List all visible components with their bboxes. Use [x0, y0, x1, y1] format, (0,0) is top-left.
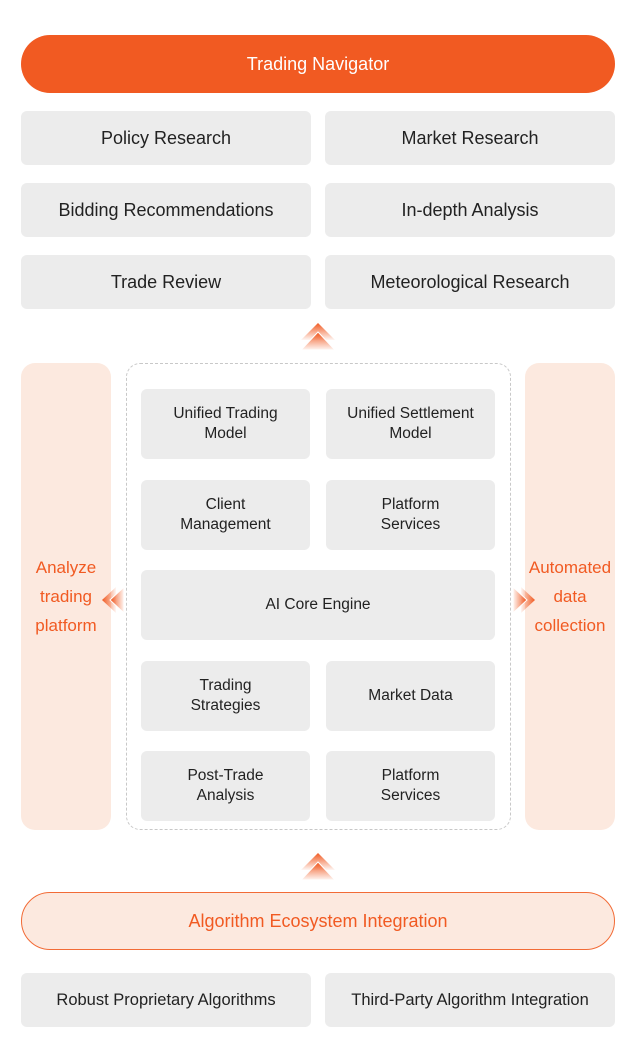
nav-item-trade-review: Trade Review [21, 255, 311, 309]
core-post-trade-analysis: Post-Trade Analysis [141, 751, 310, 821]
core-item-label: Unified Trading [173, 405, 278, 422]
nav-item-label: Market Research [401, 127, 539, 148]
core-item-label: Market Data [368, 687, 453, 704]
nav-item-label: Bidding Recommendations [58, 199, 274, 220]
core-item-label: Analysis [196, 787, 255, 804]
core-item-label: Platform [381, 767, 440, 784]
core-item-label: Trading [199, 677, 252, 694]
side-panel-analyze-trading-platform: Analyze trading platform [21, 363, 111, 830]
core-item-label: Services [380, 516, 441, 533]
core-item-label: AI Core Engine [265, 596, 371, 613]
nav-item-bidding-recommendations: Bidding Recommendations [21, 183, 311, 237]
side-panel-label: data [553, 587, 587, 606]
core-trading-strategies: Trading Strategies [141, 661, 310, 731]
core-item-label: Platform [381, 496, 440, 513]
core-platform-services-2: Platform Services [326, 751, 495, 821]
core-item-label: Services [380, 787, 441, 804]
trading-navigator-header: Trading Navigator [21, 35, 615, 93]
nav-item-policy-research: Policy Research [21, 111, 311, 165]
core-item-label: Client [205, 496, 246, 513]
side-panel-automated-data-collection: Automated data collection [525, 363, 615, 830]
nav-item-label: In-depth Analysis [401, 199, 539, 220]
nav-item-meteorological-research: Meteorological Research [325, 255, 615, 309]
algorithm-ecosystem-title: Algorithm Ecosystem Integration [188, 910, 448, 931]
side-panel-label: Automated [528, 558, 612, 577]
algo-item-proprietary: Robust Proprietary Algorithms [21, 973, 311, 1027]
core-market-data: Market Data [326, 661, 495, 731]
nav-item-in-depth-analysis: In-depth Analysis [325, 183, 615, 237]
core-unified-trading-model: Unified Trading Model [141, 389, 310, 459]
double-chevron-left-icon [102, 585, 125, 615]
core-platform-container [126, 363, 511, 830]
double-chevron-right-icon [512, 585, 535, 615]
core-platform-services: Platform Services [326, 480, 495, 550]
core-item-label: Model [204, 425, 247, 442]
nav-item-label: Policy Research [100, 127, 232, 148]
core-item-label: Management [180, 516, 271, 533]
side-panel-label: platform [35, 616, 97, 635]
core-item-label: Strategies [190, 697, 261, 714]
algorithm-ecosystem-header: Algorithm Ecosystem Integration [21, 892, 615, 950]
side-panel-label: Analyze [35, 558, 97, 577]
core-item-label: Model [389, 425, 432, 442]
trading-navigator-title: Trading Navigator [246, 53, 390, 74]
core-unified-settlement-model: Unified Settlement Model [326, 389, 495, 459]
nav-item-label: Meteorological Research [370, 271, 570, 292]
nav-item-label: Trade Review [110, 271, 222, 292]
algo-item-label: Third-Party Algorithm Integration [351, 990, 589, 1009]
side-panel-label: trading [40, 587, 92, 606]
core-client-management: Client Management [141, 480, 310, 550]
core-item-label: Unified Settlement [347, 405, 474, 422]
algo-item-third-party: Third-Party Algorithm Integration [325, 973, 615, 1027]
algo-item-label: Robust Proprietary Algorithms [56, 990, 276, 1009]
core-item-label: Post-Trade [187, 767, 264, 784]
side-panel-label: collection [534, 616, 606, 635]
core-ai-engine: AI Core Engine [141, 570, 495, 640]
double-chevron-up-icon [299, 323, 337, 351]
double-chevron-up-icon [299, 853, 337, 881]
nav-item-market-research: Market Research [325, 111, 615, 165]
